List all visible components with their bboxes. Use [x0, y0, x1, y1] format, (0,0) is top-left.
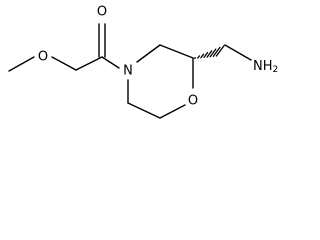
ring-nitrogen-label: N — [123, 64, 133, 79]
bond-ring-n-c3 — [136, 44, 161, 63]
bond-ring-o-c6 — [159, 104, 186, 119]
bond-ring-c3-c2 — [159, 44, 194, 59]
ring-oxygen-label: O — [188, 94, 198, 109]
bond-oxygen-methylene — [51, 56, 77, 71]
chemical-structure: O O N O NH2 — [8, 5, 278, 119]
hashed-wedge-bond — [194, 45, 225, 60]
bond-methylene-carbonyl — [75, 56, 103, 71]
bonds — [8, 23, 252, 119]
carbonyl-oxygen-label: O — [97, 5, 107, 20]
bond-carbonyl-nitrogen — [101, 56, 120, 69]
amine-label: NH2 — [253, 59, 278, 76]
bond-ring-c6-c5 — [127, 102, 161, 119]
bond-methyl-oxygen — [8, 56, 35, 72]
bond-methylene-amine — [224, 44, 252, 61]
atom-labels: O O N O NH2 — [38, 5, 278, 109]
ether-oxygen-label: O — [38, 50, 48, 65]
